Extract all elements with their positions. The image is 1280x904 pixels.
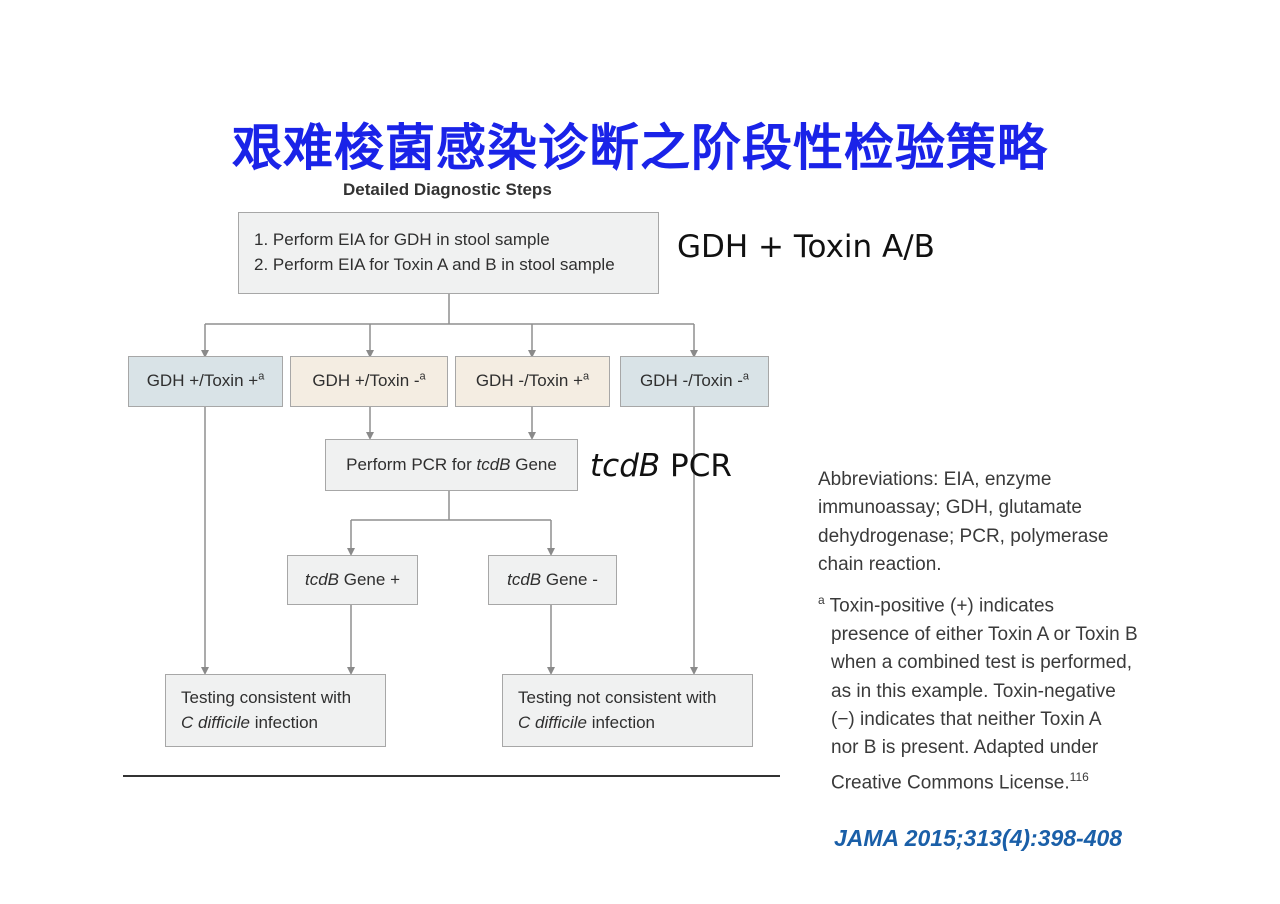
- result-label: GDH +/Toxin -: [312, 371, 420, 391]
- outcome-rest: infection: [586, 712, 656, 732]
- footnote-marker: a: [419, 370, 426, 383]
- gene-name: tcdB: [507, 569, 542, 589]
- annotation-gdh-toxin: GDH + Toxin A/B: [677, 229, 935, 265]
- gene-positive-box: tcdB Gene +: [287, 555, 418, 605]
- slide-title: 艰难梭菌感染诊断之阶段性检验策略: [232, 119, 1048, 177]
- outcome-not-consistent-box: Testing not consistent with C difficile …: [502, 674, 753, 747]
- pcr-suffix: Gene: [510, 454, 557, 474]
- footnote-line: presence of either Toxin A or Toxin B: [831, 623, 1138, 645]
- gene-negative-box: tcdB Gene -: [488, 555, 617, 605]
- gene-result: Gene -: [541, 569, 598, 589]
- footnote-marker: a: [818, 593, 825, 607]
- footnote-line: as in this example. Toxin-negative: [831, 680, 1116, 702]
- outcome-consistent-box: Testing consistent with C difficile infe…: [165, 674, 386, 747]
- abbrev-line: dehydrogenase; PCR, polymerase: [818, 525, 1109, 547]
- organism-name: C difficile: [518, 712, 587, 732]
- annotation-pcr: tcdB PCR: [590, 448, 732, 484]
- pcr-box: Perform PCR for tcdB Gene: [325, 439, 578, 491]
- citation: JAMA 2015;313(4):398-408: [834, 825, 1123, 851]
- footnote-line: Toxin-positive (+) indicates: [829, 595, 1055, 617]
- footnote-reference: 116: [1069, 769, 1089, 784]
- result-gdh-pos-toxin-neg: GDH +/Toxin -a: [290, 356, 448, 407]
- step-2-text: 2. Perform EIA for Toxin A and B in stoo…: [254, 255, 615, 274]
- annotation-pcr-text: PCR: [660, 448, 732, 484]
- gene-name: tcdB: [305, 569, 340, 589]
- pcr-prefix: Perform PCR for: [346, 454, 477, 474]
- result-label: GDH -/Toxin -: [639, 371, 743, 391]
- footnote-line: Creative Commons License.: [831, 772, 1070, 794]
- footnote-line: nor B is present. Adapted under: [831, 737, 1099, 759]
- result-label: GDH -/Toxin +: [475, 371, 584, 391]
- footnote-marker: a: [583, 370, 590, 383]
- result-label: GDH +/Toxin +: [146, 371, 259, 391]
- footnote-line: when a combined test is performed,: [831, 652, 1132, 674]
- footnote-marker: a: [742, 370, 750, 383]
- gene-result: Gene +: [339, 569, 400, 589]
- footnote-marker: a: [258, 370, 265, 383]
- result-gdh-neg-toxin-neg: GDH -/Toxin -a: [620, 356, 769, 407]
- footnote-line: (−) indicates that neither Toxin A: [831, 708, 1102, 730]
- outcome-line-1: Testing consistent with: [181, 687, 352, 707]
- organism-name: C difficile: [181, 712, 250, 732]
- result-gdh-neg-toxin-pos: GDH -/Toxin +a: [455, 356, 610, 407]
- pcr-gene: tcdB: [476, 454, 511, 474]
- step-1-text: 1. Perform EIA for GDH in stool sample: [254, 230, 550, 250]
- initial-steps-box: 1. Perform EIA for GDH in stool sample 2…: [238, 212, 659, 294]
- abbreviations-note: Abbreviations: EIA, enzyme immunoassay; …: [818, 466, 1168, 580]
- abbrev-line: chain reaction.: [818, 554, 942, 576]
- outcome-line-1: Testing not consistent with: [518, 687, 717, 707]
- abbrev-line: immunoassay; GDH, glutamate: [818, 497, 1082, 519]
- abbrev-line: Abbreviations: EIA, enzyme: [818, 469, 1052, 490]
- result-gdh-pos-toxin-pos: GDH +/Toxin +a: [128, 356, 283, 407]
- annotation-pcr-gene: tcdB: [590, 448, 661, 484]
- outcome-rest: infection: [249, 712, 319, 732]
- footnote-note: a Toxin-positive (+) indicates presence …: [818, 586, 1178, 798]
- diagram-heading: Detailed Diagnostic Steps: [343, 180, 552, 199]
